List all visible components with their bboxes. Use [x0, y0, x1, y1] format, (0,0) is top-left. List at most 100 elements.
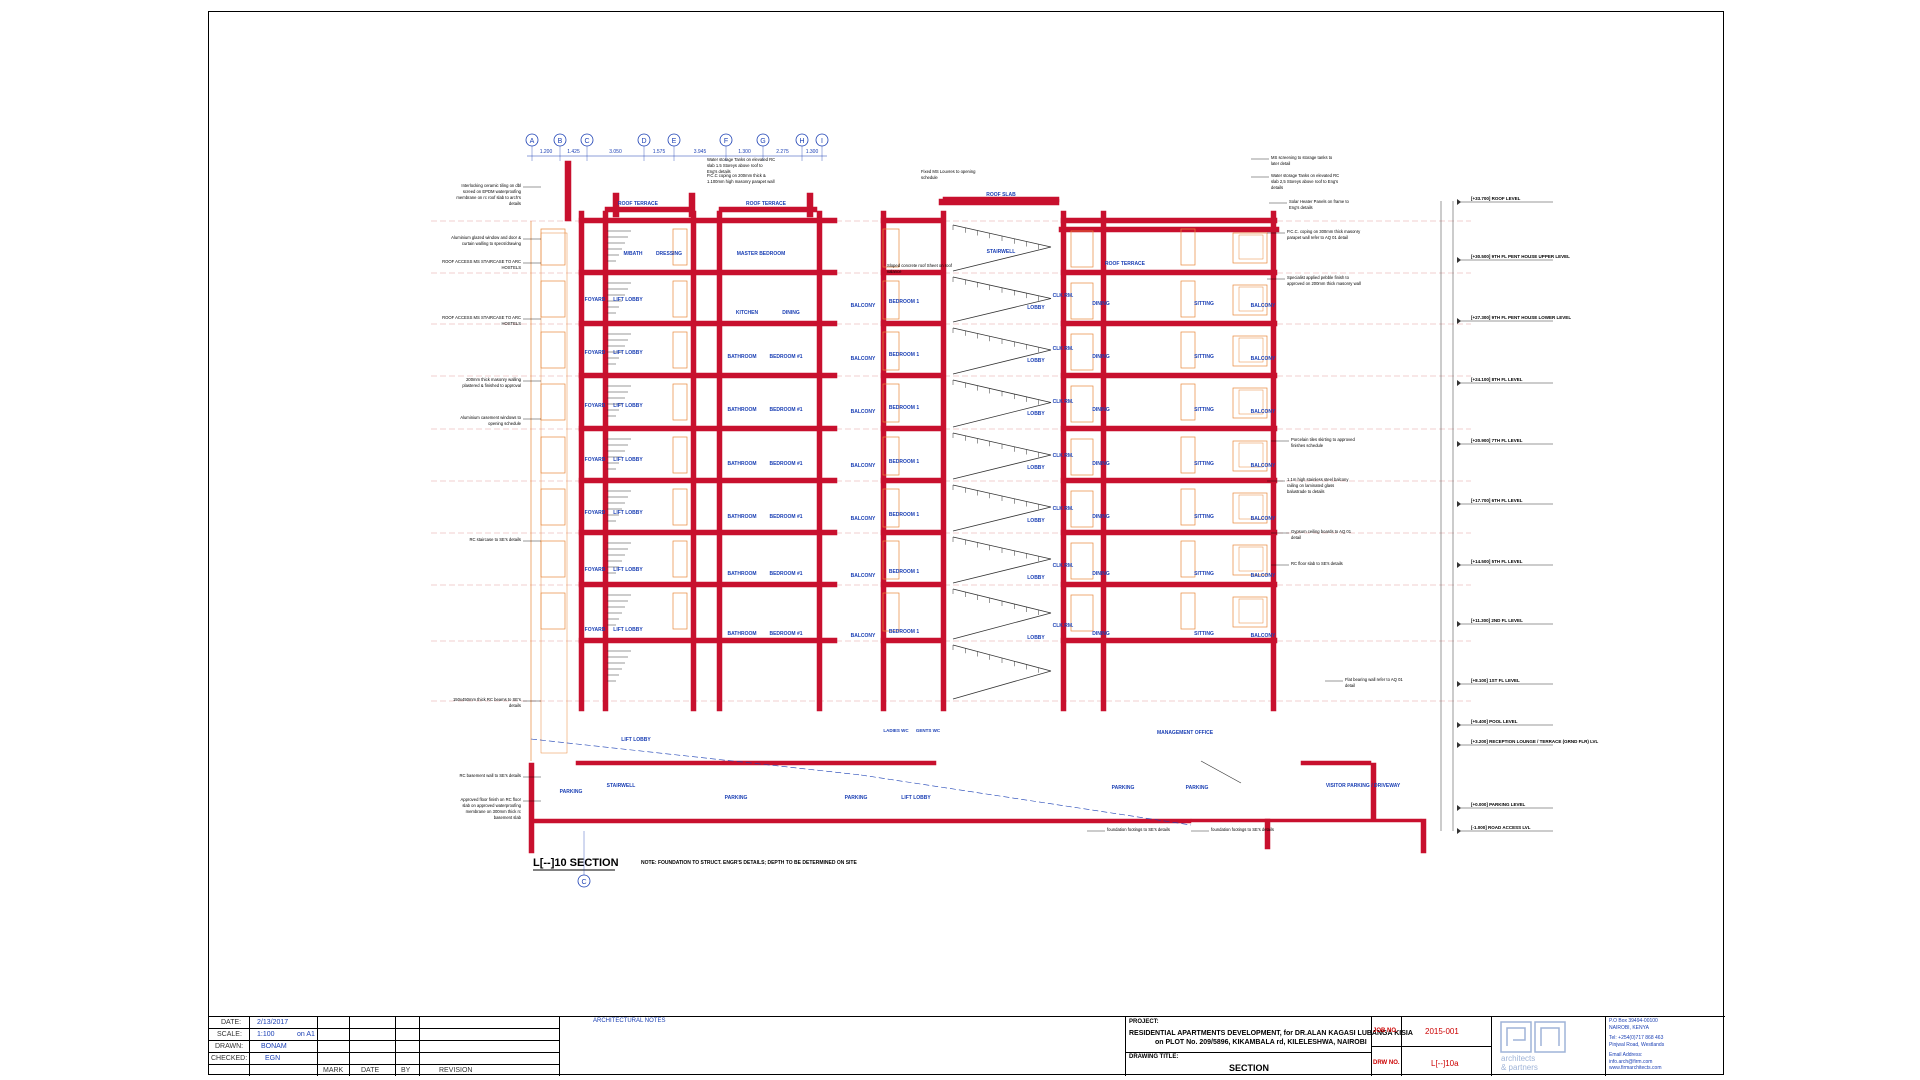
drawing-title-label: DRAWING TITLE: — [1129, 1054, 1179, 1060]
column — [602, 210, 609, 712]
room-label: SITTING — [1194, 301, 1214, 307]
room-label: BEDROOM #1 — [769, 461, 802, 467]
note-text: membrane on rc roof slab to arch's — [456, 195, 521, 200]
grid-label: H — [799, 138, 804, 145]
window — [882, 280, 900, 320]
room-label: LOBBY — [1027, 575, 1045, 581]
note-text: slab on approved waterproofing — [462, 803, 521, 808]
room-label: BALCONY — [1251, 303, 1276, 309]
roof-slab — [1058, 226, 1280, 233]
floor-slab — [578, 217, 838, 224]
grid-label: G — [760, 138, 765, 145]
address-line: www.firmarchitects.com — [1609, 1065, 1662, 1071]
door — [672, 436, 688, 474]
note-text: details — [1271, 185, 1283, 190]
note-text: Approved floor finish on RC floor — [460, 797, 521, 802]
note-text: valance — [887, 269, 902, 274]
balcony-door — [1238, 234, 1264, 260]
room-label: LIFT LOBBY — [613, 567, 643, 573]
room-label: SITTING — [1194, 631, 1214, 637]
balcony-door — [1238, 389, 1264, 415]
note-text: detail — [1291, 535, 1301, 540]
note-text: slab 1.5 Storeys above roof to — [707, 163, 763, 168]
balcony-door — [1238, 598, 1264, 624]
address-line: NAIROBI, KENYA — [1609, 1024, 1649, 1031]
checked-value: EGN — [265, 1055, 281, 1062]
door — [1070, 542, 1094, 580]
room-label: BEDROOM #1 — [769, 514, 802, 520]
level-marker-arrow — [1457, 257, 1461, 263]
grid-dimension: 1.300 — [738, 149, 751, 155]
grid-dimension: 3.050 — [609, 149, 622, 155]
level-marker-arrow — [1457, 318, 1461, 324]
column — [940, 210, 947, 712]
room-label: LIFT LOBBY — [613, 627, 643, 633]
room-label: ROOF TERRACE — [746, 201, 787, 207]
note-text: detail — [1345, 683, 1355, 688]
door — [672, 540, 688, 578]
door — [1070, 490, 1094, 528]
room-label: LIFT LOBBY — [613, 350, 643, 356]
window — [540, 280, 566, 318]
floor-slab — [1060, 477, 1278, 484]
grid-label: C — [581, 879, 586, 886]
room-label: FOYARD — [585, 510, 606, 516]
floor-slab — [1060, 425, 1278, 432]
stair-flight — [952, 454, 1052, 480]
grid-label: A — [530, 138, 535, 145]
door — [1070, 230, 1094, 268]
window — [1232, 387, 1268, 419]
room-label: DINING — [1092, 301, 1110, 307]
door — [1070, 333, 1094, 371]
scale-label: SCALE: — [217, 1031, 242, 1038]
balcony-door — [1238, 286, 1264, 312]
note-text: Eng's details — [707, 169, 731, 174]
firm-line-1: architects — [1501, 1054, 1536, 1063]
note-text: P.C.C. coping on 300mm thick masonry — [1287, 229, 1361, 234]
room-label: LOBBY — [1027, 305, 1045, 311]
room-label: CLK RM. — [1053, 506, 1074, 512]
note-text: ROOF ACCESS MS STAIRCASE TO ARC — [442, 259, 521, 264]
ramp-line — [530, 738, 862, 776]
room-label: BEDROOM 1 — [889, 512, 920, 518]
balcony-door — [1238, 546, 1264, 572]
room-label: LOBBY — [1027, 518, 1045, 524]
job-no-label: JOB NO. — [1373, 1028, 1398, 1034]
window — [1232, 596, 1268, 628]
door — [1070, 594, 1094, 632]
room-label: DINING — [782, 310, 800, 316]
door — [672, 280, 688, 318]
room-label: FOYARD — [585, 403, 606, 409]
note-text: Porcelain tiles skirting to approved — [1291, 437, 1355, 442]
stair-flight — [952, 558, 1052, 584]
note-text: Eng's details — [1289, 205, 1313, 210]
floor-slab — [880, 637, 942, 644]
room-label: LIFT LOBBY — [613, 403, 643, 409]
window — [1232, 544, 1268, 576]
room-label: BALCONY — [851, 409, 876, 415]
room-label: ROOF TERRACE — [1105, 261, 1146, 267]
architectural-notes-label: ARCHITECTURAL NOTES — [593, 1018, 666, 1024]
address-line: Email Address: — [1609, 1052, 1643, 1058]
level-label: [+27.300] 9TH FL PENT HOUSE LOWER LEVEL — [1471, 315, 1571, 320]
address-line: P.O Box 39494-00100 — [1609, 1018, 1658, 1024]
window — [882, 436, 900, 476]
note-text: Gypsum ceiling boards to AQ 01 — [1291, 529, 1352, 534]
floor-slab — [578, 529, 838, 536]
note-text: 150x450mm thick RC beams to SE's — [453, 697, 521, 702]
window — [540, 331, 566, 369]
address-line: Pinjwal Road, Westlands — [1609, 1041, 1665, 1048]
note-text: opening schedule — [488, 421, 522, 426]
room-label: FOYARD — [585, 297, 606, 303]
column — [1060, 210, 1067, 712]
level-label: [+11.300] 2ND FL LEVEL — [1471, 618, 1523, 623]
note-text: screed on EPDM waterproofing — [463, 189, 522, 194]
date-col-label: DATE — [361, 1067, 380, 1074]
level-label: [+24.100] 8TH FL LEVEL — [1471, 377, 1523, 382]
note-text: P.C.C coping on 200mm thick & — [707, 173, 766, 178]
room-label: DINING — [1092, 631, 1110, 637]
date-label: DATE: — [221, 1019, 242, 1026]
window — [540, 540, 566, 578]
door — [1070, 282, 1094, 320]
room-label: CLK RM. — [1053, 453, 1074, 459]
